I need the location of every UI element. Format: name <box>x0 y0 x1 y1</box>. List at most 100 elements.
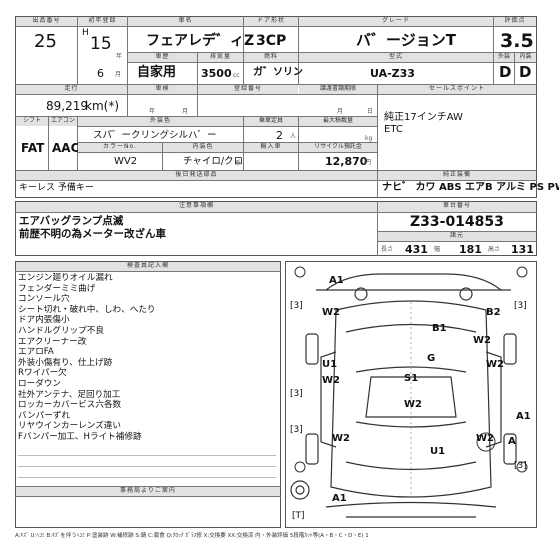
width: 181 <box>459 243 482 256</box>
category: 自家用 <box>137 65 177 80</box>
height-label: 高さ <box>488 246 501 253</box>
length-label: 長さ <box>381 246 394 253</box>
note-line-2: 前歴不明の為メーター改ざん車 <box>19 228 166 240</box>
grade-label: グレード <box>299 17 493 26</box>
dim-label: 諸元 <box>378 232 536 241</box>
vehicle-info-table <box>15 16 537 198</box>
damage-mark: G <box>427 353 436 364</box>
interior-color-label: 内装色 <box>163 143 243 152</box>
inspector-note: エンジン廻りオイル漏れ <box>18 273 113 283</box>
capacity-label: 乗車定員 <box>244 117 298 126</box>
inspector-note: シート切れ・破れ中、しわ、へたり <box>18 304 156 315</box>
score: 3.5 <box>500 30 534 52</box>
chassis-label: 車台番号 <box>378 202 536 212</box>
sales-point-2: ETC <box>384 124 403 135</box>
model: UA-Z33 <box>370 67 415 80</box>
car-name: フェアレデ゛ィZ <box>146 33 255 49</box>
notes-label: 注意事項欄 <box>16 202 377 212</box>
inspection-month: 月 <box>182 108 189 115</box>
inspector-note: 外装小傷有り、仕上げ跡 <box>18 357 113 368</box>
shift-label: シフト <box>16 117 48 126</box>
inspector-label: 検査員記入欄 <box>16 262 280 271</box>
damage-mark: A1 <box>332 493 347 504</box>
inspector-note: エアロFA <box>18 347 54 358</box>
damage-mark: W2 <box>322 375 340 386</box>
load-unit: kg <box>365 135 373 142</box>
model-label: 型式 <box>299 53 493 62</box>
cert-day: 日 <box>367 108 374 115</box>
damage-mark: [3] <box>290 425 303 435</box>
car-outline-diagram <box>290 266 528 518</box>
exterior-grade: D <box>499 63 512 81</box>
damage-diagram: A1 [3] W2 B2 [3] B1 W2 G U1 W2 S1 W2 [3]… <box>285 261 537 528</box>
fuel: ガ゛ソリン <box>253 67 303 78</box>
recycle-unit: 円 <box>365 159 372 166</box>
sales-points: 純正17インチAW ETC <box>384 112 463 136</box>
import-label: 輸入車 <box>244 143 298 152</box>
reg-no-label: 登録番号 <box>198 85 298 94</box>
inspector-note: フェンダーミミ曲げ <box>18 283 96 294</box>
sales-point-1: 純正17インチAW <box>384 112 463 123</box>
recycle-fee: 12,870 <box>325 155 368 168</box>
lot-label: 出品番号 <box>16 17 77 26</box>
era: H <box>82 28 89 38</box>
damage-mark: W2 <box>486 359 504 370</box>
damage-mark: W2 <box>332 433 350 444</box>
cert-expiry-label: 譲渡書類期限 <box>299 85 377 94</box>
chassis-number: Z33-014853 <box>410 214 504 230</box>
year-suffix: 年 <box>116 53 123 60</box>
damage-mark: B1 <box>432 323 447 334</box>
interior-color: チャイロ/クロ <box>183 156 244 167</box>
damage-mark: W2 <box>322 307 340 318</box>
damage-mark: W2 <box>404 399 422 410</box>
displacement-unit: cc <box>233 72 240 79</box>
max-load-label: 最大積載量 <box>299 117 377 126</box>
grade: バ゛ージョンT <box>356 31 456 49</box>
displacement-label: 排気量 <box>198 53 243 62</box>
inspector-note: バンパーずれ <box>18 410 70 421</box>
damage-mark: [3] <box>514 461 527 471</box>
damage-mark: U1 <box>322 359 338 370</box>
inspector-note: ドア内張傷小 <box>18 315 70 326</box>
interior-label: 内装 <box>515 53 536 62</box>
ac-label: エアコン <box>49 117 77 126</box>
first-reg-year: 15 <box>90 34 112 54</box>
damage-mark: [3] <box>290 389 303 399</box>
exterior-label: 外装 <box>494 53 514 62</box>
score-label: 評価点 <box>494 17 536 26</box>
damage-mark: [3] <box>514 301 527 311</box>
equipment-label: 純正装備 <box>378 171 536 180</box>
mileage: 89,219 <box>46 99 88 113</box>
damage-mark: A1 <box>516 411 531 422</box>
notes-table <box>15 201 537 256</box>
rear-seat-parts: キーレス 予備キー <box>19 183 94 193</box>
damage-mark: [T] <box>292 511 305 521</box>
capacity-unit: 人 <box>290 133 297 140</box>
door-type: 3CP <box>256 33 287 49</box>
rear-seat-label: 後日発送部品 <box>16 171 377 180</box>
damage-mark: A <box>508 436 516 447</box>
width-label: 幅 <box>434 246 441 253</box>
length: 431 <box>405 243 428 256</box>
capacity: 2 <box>276 129 283 142</box>
recycle-label: リサイクル預託金 <box>299 143 377 152</box>
inspector-note: Rワイパー欠 <box>18 368 67 379</box>
inspection-year: 年 <box>149 108 156 115</box>
mileage-label: 走行 <box>16 85 127 94</box>
mileage-unit: km(*) <box>85 99 120 113</box>
shift: FAT <box>21 141 45 155</box>
inspector-note: コンソール穴 <box>18 294 70 305</box>
damage-mark: S1 <box>404 373 419 384</box>
color-label: 外装色 <box>78 117 243 126</box>
note-line-1: エアバッグランプ点滅 <box>19 215 124 227</box>
month-suffix: 月 <box>115 71 122 78</box>
inspector-note: リヤウインカーレンズ違い <box>18 421 121 432</box>
color-no-label: カラーNo. <box>78 143 162 152</box>
damage-mark: A1 <box>329 275 344 286</box>
equipment: ナヒ゛ カワ ABS エアB アルミ PS PW <box>382 182 559 193</box>
damage-mark: [3] <box>290 301 303 311</box>
lot-number: 25 <box>34 31 57 52</box>
height: 131 <box>511 243 534 256</box>
category-label: 車歴 <box>128 53 197 62</box>
fuel-label: 燃料 <box>244 53 298 62</box>
